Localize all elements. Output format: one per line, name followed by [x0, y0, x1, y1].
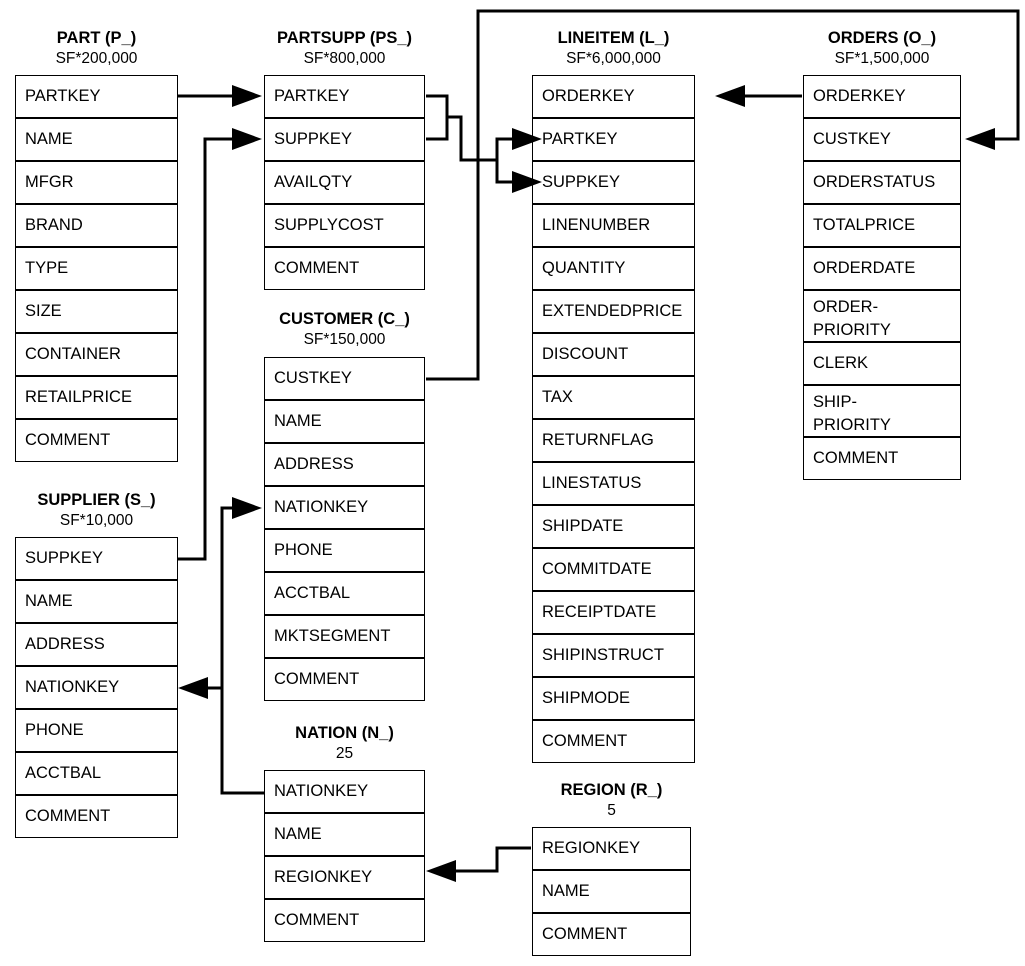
field-row: BRAND [15, 204, 178, 247]
field-row: COMMENT [803, 437, 961, 480]
connector-part-to-partsupp [178, 85, 262, 107]
field-row: TAX [532, 376, 695, 419]
connector-region-to-nation [426, 846, 531, 882]
field-row: PARTKEY [532, 118, 695, 161]
field-row: SUPPLYCOST [264, 204, 425, 247]
field-row: SUPPKEY [264, 118, 425, 161]
field-row: MFGR [15, 161, 178, 204]
field-row: CUSTKEY [264, 357, 425, 400]
field-row: CUSTKEY [803, 118, 961, 161]
field-row: PARTKEY [264, 75, 425, 118]
field-row: PARTKEY [15, 75, 178, 118]
entity-cardinality: SF*800,000 [303, 50, 386, 67]
field-row: ORDER- PRIORITY [803, 290, 961, 342]
field-row: PHONE [15, 709, 178, 752]
field-row: NATIONKEY [264, 486, 425, 529]
field-row: NAME [15, 118, 178, 161]
field-row: SIZE [15, 290, 178, 333]
entity-part: PART (P_) SF*200,000 [15, 28, 178, 68]
field-row: ADDRESS [264, 443, 425, 486]
entity-nation: NATION (N_) 25 [264, 723, 425, 763]
field-row: COMMENT [264, 247, 425, 290]
field-row: CLERK [803, 342, 961, 385]
entity-cardinality: 25 [335, 745, 354, 762]
entity-title: PART (P_) [56, 29, 137, 47]
field-row: NAME [15, 580, 178, 623]
field-row: CONTAINER [15, 333, 178, 376]
field-row: COMMENT [15, 419, 178, 462]
field-row: RETURNFLAG [532, 419, 695, 462]
field-row: ORDERDATE [803, 247, 961, 290]
field-row: ORDERKEY [803, 75, 961, 118]
entity-cardinality: SF*10,000 [59, 512, 134, 529]
field-row: RECEIPTDATE [532, 591, 695, 634]
field-row: SHIPMODE [532, 677, 695, 720]
entity-title: SUPPLIER (S_) [37, 491, 156, 509]
connector-orders-to-lineitem [715, 85, 802, 107]
field-row: PHONE [264, 529, 425, 572]
entity-cardinality: 5 [607, 802, 616, 819]
field-row: LINESTATUS [532, 462, 695, 505]
entity-lineitem: LINEITEM (L_) SF*6,000,000 [532, 28, 695, 68]
entity-cardinality: SF*200,000 [55, 50, 138, 67]
field-row: AVAILQTY [264, 161, 425, 204]
field-row: TOTALPRICE [803, 204, 961, 247]
field-row: RETAILPRICE [15, 376, 178, 419]
entity-partsupp: PARTSUPP (PS_) SF*800,000 [264, 28, 425, 68]
entity-cardinality: SF*6,000,000 [566, 50, 661, 67]
entity-title: ORDERS (O_) [827, 29, 937, 47]
connector-customer-to-orders [426, 9, 1020, 381]
field-row: ACCTBAL [15, 752, 178, 795]
field-row: NAME [264, 400, 425, 443]
field-row: COMMENT [532, 913, 691, 956]
field-row: ACCTBAL [264, 572, 425, 615]
field-row: NATIONKEY [264, 770, 425, 813]
entity-region: REGION (R_) 5 [532, 780, 691, 820]
entity-title: PARTSUPP (PS_) [276, 29, 413, 47]
entity-orders: ORDERS (O_) SF*1,500,000 [803, 28, 961, 68]
field-row: LINENUMBER [532, 204, 695, 247]
field-row: EXTENDEDPRICE [532, 290, 695, 333]
field-row: SHIPINSTRUCT [532, 634, 695, 677]
connector-partsupp-to-lineitem [426, 94, 542, 193]
field-row: REGIONKEY [264, 856, 425, 899]
field-row: NATIONKEY [15, 666, 178, 709]
field-row: NAME [532, 870, 691, 913]
entity-supplier: SUPPLIER (S_) SF*10,000 [15, 490, 178, 530]
field-row: COMMITDATE [532, 548, 695, 591]
field-row: ADDRESS [15, 623, 178, 666]
field-row: COMMENT [264, 899, 425, 942]
field-row: COMMENT [15, 795, 178, 838]
field-row: ORDERSTATUS [803, 161, 961, 204]
field-row: NAME [264, 813, 425, 856]
field-row: SHIPDATE [532, 505, 695, 548]
field-row: DISCOUNT [532, 333, 695, 376]
field-row: REGIONKEY [532, 827, 691, 870]
connector-supplier-to-partsupp [178, 128, 262, 561]
entity-title: NATION (N_) [295, 724, 394, 742]
field-row: QUANTITY [532, 247, 695, 290]
field-row: COMMENT [532, 720, 695, 763]
entity-cardinality: SF*150,000 [303, 331, 386, 348]
connector-nation-to-customer-supplier [178, 497, 264, 795]
field-row: MKTSEGMENT [264, 615, 425, 658]
field-row: TYPE [15, 247, 178, 290]
entity-title: REGION (R_) [560, 781, 663, 799]
entity-title: CUSTOMER (C_) [279, 310, 410, 328]
entity-cardinality: SF*1,500,000 [834, 50, 930, 67]
field-row: ORDERKEY [532, 75, 695, 118]
entity-customer: CUSTOMER (C_) SF*150,000 [264, 309, 425, 349]
field-row: COMMENT [264, 658, 425, 701]
field-row: SHIP- PRIORITY [803, 385, 961, 437]
entity-title: LINEITEM (L_) [557, 29, 670, 47]
field-row: SUPPKEY [15, 537, 178, 580]
